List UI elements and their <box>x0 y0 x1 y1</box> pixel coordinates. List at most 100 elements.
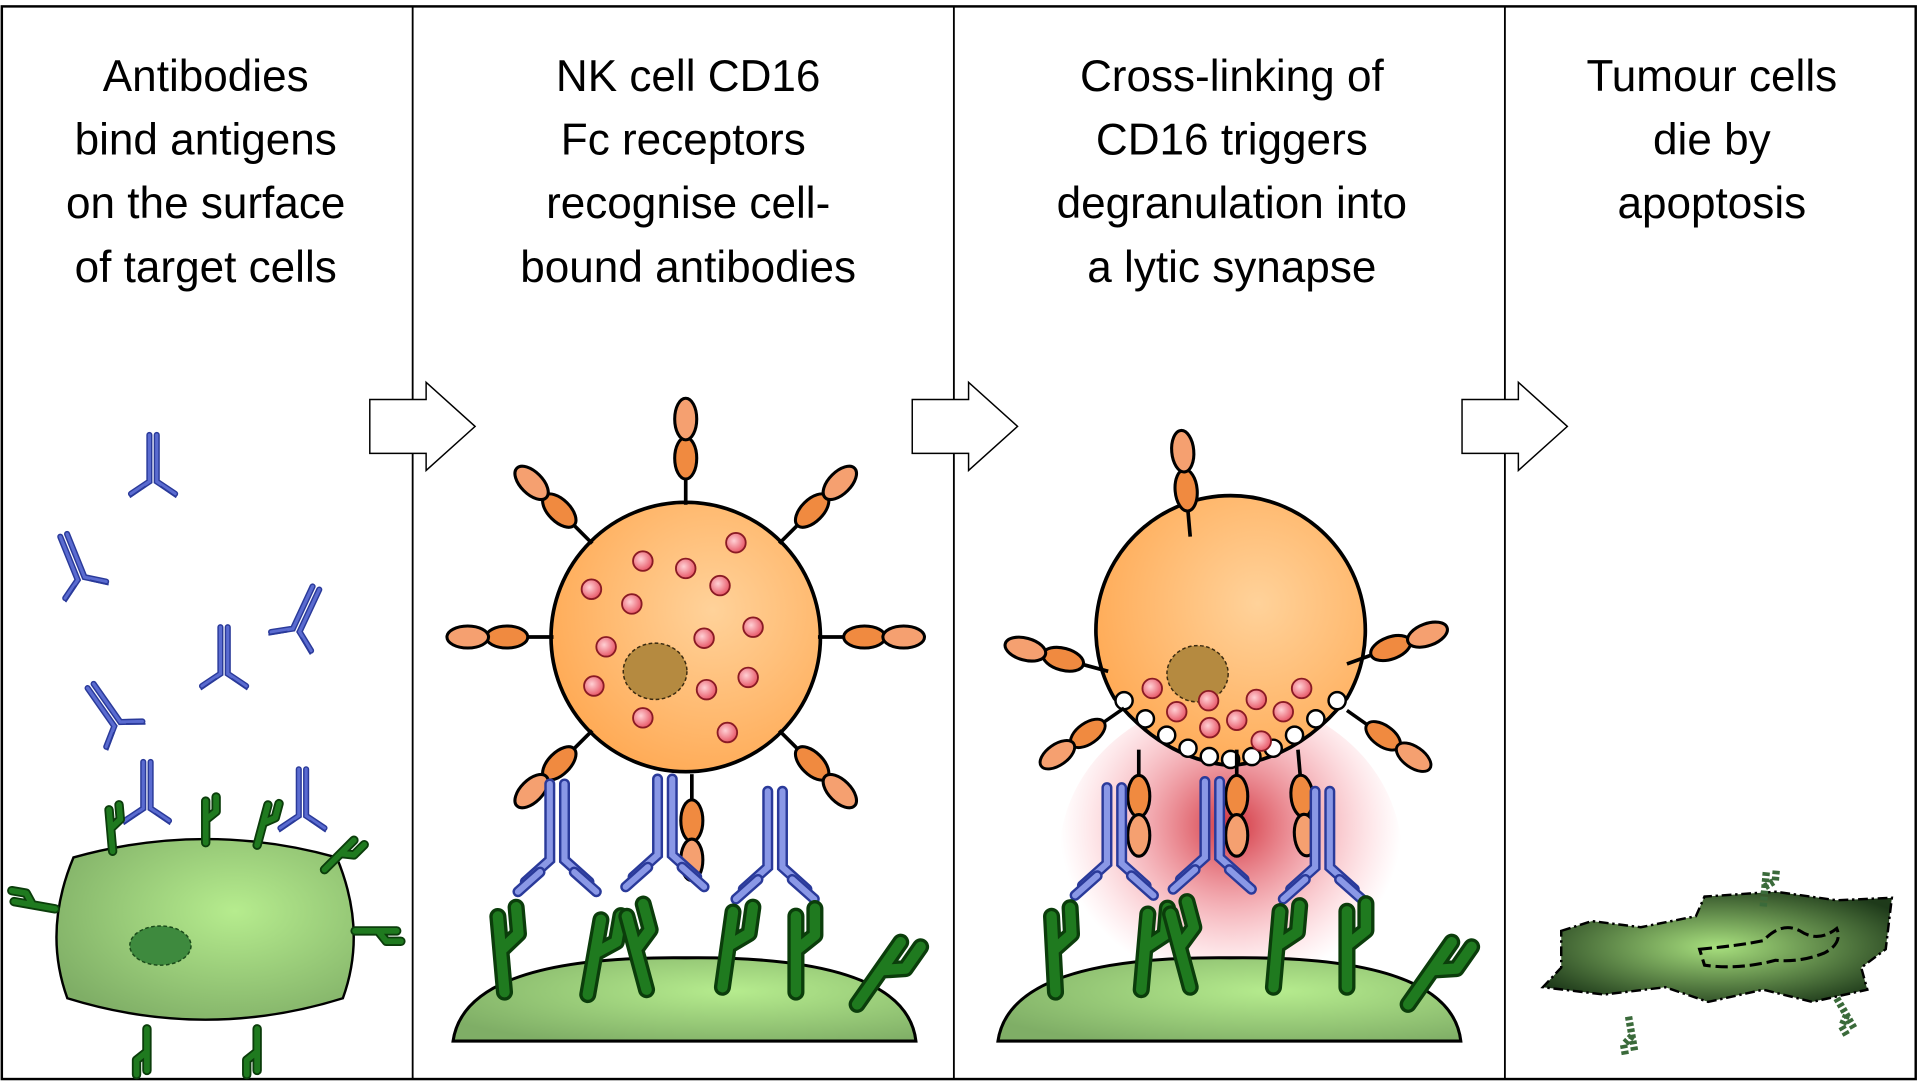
antigen-fill <box>582 910 627 1000</box>
antibody-icon <box>268 583 323 655</box>
antigen-icon <box>242 1024 262 1080</box>
caption-line: CD16 triggers <box>1096 116 1368 165</box>
antigen-icon <box>579 907 630 1004</box>
antigen-icon <box>1338 895 1375 996</box>
granule <box>1272 700 1294 723</box>
granule <box>725 532 747 554</box>
receptor-domain <box>1394 741 1433 773</box>
granule <box>621 593 643 615</box>
antibody-light-chain <box>64 579 109 603</box>
antibody-light-chain <box>106 722 146 751</box>
antibody-icon <box>1069 782 1159 901</box>
antigen-fill <box>106 801 124 855</box>
antibody-light-chain <box>1170 866 1199 893</box>
degranulation-vesicle <box>1156 725 1177 746</box>
receptor-domain <box>1038 739 1077 771</box>
caption-line: recognise cell- <box>546 179 830 228</box>
antigen-icon <box>618 895 659 999</box>
antigen-fill <box>1046 902 1077 998</box>
receptor-domain <box>1003 635 1048 663</box>
antibody-light-chain <box>514 869 544 895</box>
caption-line: bind antigens <box>75 116 337 165</box>
antibody-fill <box>123 760 171 823</box>
antigen-icon <box>1042 899 1081 1001</box>
antibody-icon <box>1167 775 1257 895</box>
granule <box>1166 700 1188 723</box>
antigen-fill <box>352 928 404 945</box>
antigen-fragment <box>1833 996 1859 1039</box>
antibody-fill <box>278 767 327 830</box>
antigen-fill <box>790 903 821 998</box>
antibody-light-chain <box>1280 876 1309 903</box>
receptor-domain <box>679 798 705 844</box>
antibody-icon <box>121 758 173 826</box>
caption-line: apoptosis <box>1617 179 1806 228</box>
caption-line: a lytic synapse <box>1087 243 1376 292</box>
granule <box>580 578 603 600</box>
degranulation-vesicle <box>1242 746 1262 767</box>
cd16-receptor-icon <box>777 464 859 545</box>
degranulation-vesicle <box>1135 709 1156 729</box>
cd16-receptor-icon <box>1346 620 1449 666</box>
antigen-icon <box>350 926 406 946</box>
caption-line: Antibodies <box>103 52 309 101</box>
antibody-fill <box>200 625 248 688</box>
receptor-stalk <box>571 523 594 545</box>
granule <box>693 627 715 649</box>
antigen-icon <box>1162 893 1203 996</box>
antibody-fill <box>58 532 108 600</box>
granule <box>695 678 718 701</box>
granule <box>716 721 739 744</box>
target-cell <box>996 956 1463 1043</box>
antibody-light-chain <box>129 485 177 499</box>
receptor-domain <box>445 624 491 650</box>
target-cell-nucleus <box>129 925 192 966</box>
cd16-receptor-icon <box>445 624 554 650</box>
antibody-icon <box>127 431 179 499</box>
antigen-icon <box>104 800 125 856</box>
antibody-icon <box>512 778 602 898</box>
receptor-domain <box>842 624 887 650</box>
receptor-domain <box>513 772 550 810</box>
antibody-outline <box>198 624 250 690</box>
antibody-fill <box>86 682 144 749</box>
antibody-light-chain <box>123 812 171 826</box>
nk-cell-nucleus <box>1166 644 1229 703</box>
antibody-fill <box>129 433 177 496</box>
caption-line: degranulation into <box>1057 179 1407 228</box>
receptor-domain <box>673 435 699 481</box>
antigen-icon <box>131 1024 152 1080</box>
antigen-fill <box>492 902 524 998</box>
receptor-stalk <box>571 729 594 751</box>
antibody-outline <box>127 431 179 497</box>
degranulation-vesicle <box>1178 738 1198 759</box>
antigen-fill <box>133 1025 150 1078</box>
receptor-stalk <box>1081 662 1109 674</box>
receptor-domain <box>1224 813 1250 858</box>
antibody-light-chain <box>1128 872 1157 899</box>
granule <box>742 616 764 638</box>
antibody-icon <box>57 530 110 603</box>
antigen-icon <box>7 885 60 914</box>
granule <box>737 666 759 689</box>
antigen-fill <box>717 901 759 993</box>
cd16-receptor-icon <box>817 624 927 650</box>
receptor-stalk <box>777 729 800 751</box>
antigen-fragment-icon <box>1619 1015 1639 1058</box>
receptor-domain <box>1406 620 1449 649</box>
caption-line: on the surface <box>66 179 345 228</box>
fragmented-nucleus <box>1697 925 1840 969</box>
cd16-receptor-icon <box>1345 709 1433 773</box>
cd16-receptor-icon <box>1003 635 1109 674</box>
degranulation-vesicle <box>1114 690 1134 711</box>
antibody-light-chain <box>622 864 651 890</box>
cd16-receptor-icon <box>777 729 859 810</box>
caption-line: of target cells <box>75 243 337 292</box>
cd16-receptor-icon <box>513 464 594 545</box>
antigen-icon <box>252 798 284 850</box>
right-arrow-icon <box>1461 380 1569 473</box>
antigen-icon <box>1399 933 1481 1013</box>
receptor-stalk <box>1186 509 1193 537</box>
antigen-fill <box>254 800 282 849</box>
